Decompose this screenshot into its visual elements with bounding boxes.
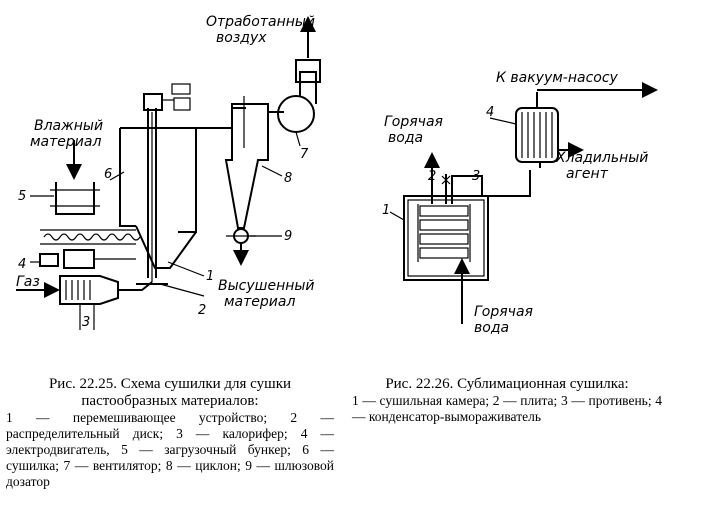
caption-title: Рис. 22.25. Схема сушилки для сушки паст… [48,376,292,409]
screw-conveyor [40,229,136,245]
label-hot-water-bottom: Горячая [474,304,533,320]
label-wet-material: Влажный [34,118,103,134]
label-coolant: Хладильный [555,150,648,166]
num-1: 1 [206,269,214,284]
svg-text:вода: вода [388,130,423,146]
motor [39,253,59,267]
svg-text:вода: вода [474,320,509,336]
num-9: 9 [284,229,292,244]
num-4: 4 [18,257,26,272]
heater [59,275,119,305]
caption-fig-22-26: Рис. 22.26. Сублимационная сушилка: 1 — … [352,376,662,425]
num-4: 4 [486,105,494,120]
drying-chamber [403,195,489,281]
num-3: 3 [82,315,90,330]
tray-3 [419,219,469,231]
label-vacuum-pump: К вакуум-насосу [496,70,619,86]
num-3: 3 [472,169,480,184]
label-exhaust-air: Отработанный [206,14,315,30]
dryer-body [119,127,197,233]
caption-text: 1 — сушильная камера; 2 — плита; 3 — про… [352,393,662,424]
num-5: 5 [18,189,26,204]
svg-text:воздух: воздух [216,30,267,46]
num-2: 2 [428,169,436,184]
spray-dryer-figure: Отработанный воздух Влажный материал Газ… [16,14,321,330]
dryer-cone [135,225,197,269]
num-8: 8 [284,171,292,186]
freeze-dryer-figure: К вакуум-насосу Горячая вода Хладильный … [382,70,658,336]
num-1: 1 [382,203,390,218]
cyclone [224,103,269,229]
plate-2 [419,205,469,217]
svg-text:материал: материал [30,134,101,150]
svg-text:материал: материал [224,294,295,310]
caption-title: Рис. 22.26. Сублимационная сушилка: [385,376,629,392]
label-dried-material: Высушенный [218,278,315,294]
caption-text: 1 — перемешивающее устройство; 2 — распр… [6,410,334,489]
label-gas: Газ [16,274,40,290]
num-6: 6 [104,167,112,182]
caption-fig-22-25: Рис. 22.25. Схема сушилки для сушки паст… [6,376,334,490]
num-7: 7 [300,147,309,162]
num-2: 2 [198,303,206,318]
feed-hopper [55,182,95,215]
fan [277,95,315,133]
label-hot-water-top: Горячая [384,114,443,130]
svg-text:агент: агент [566,166,609,182]
